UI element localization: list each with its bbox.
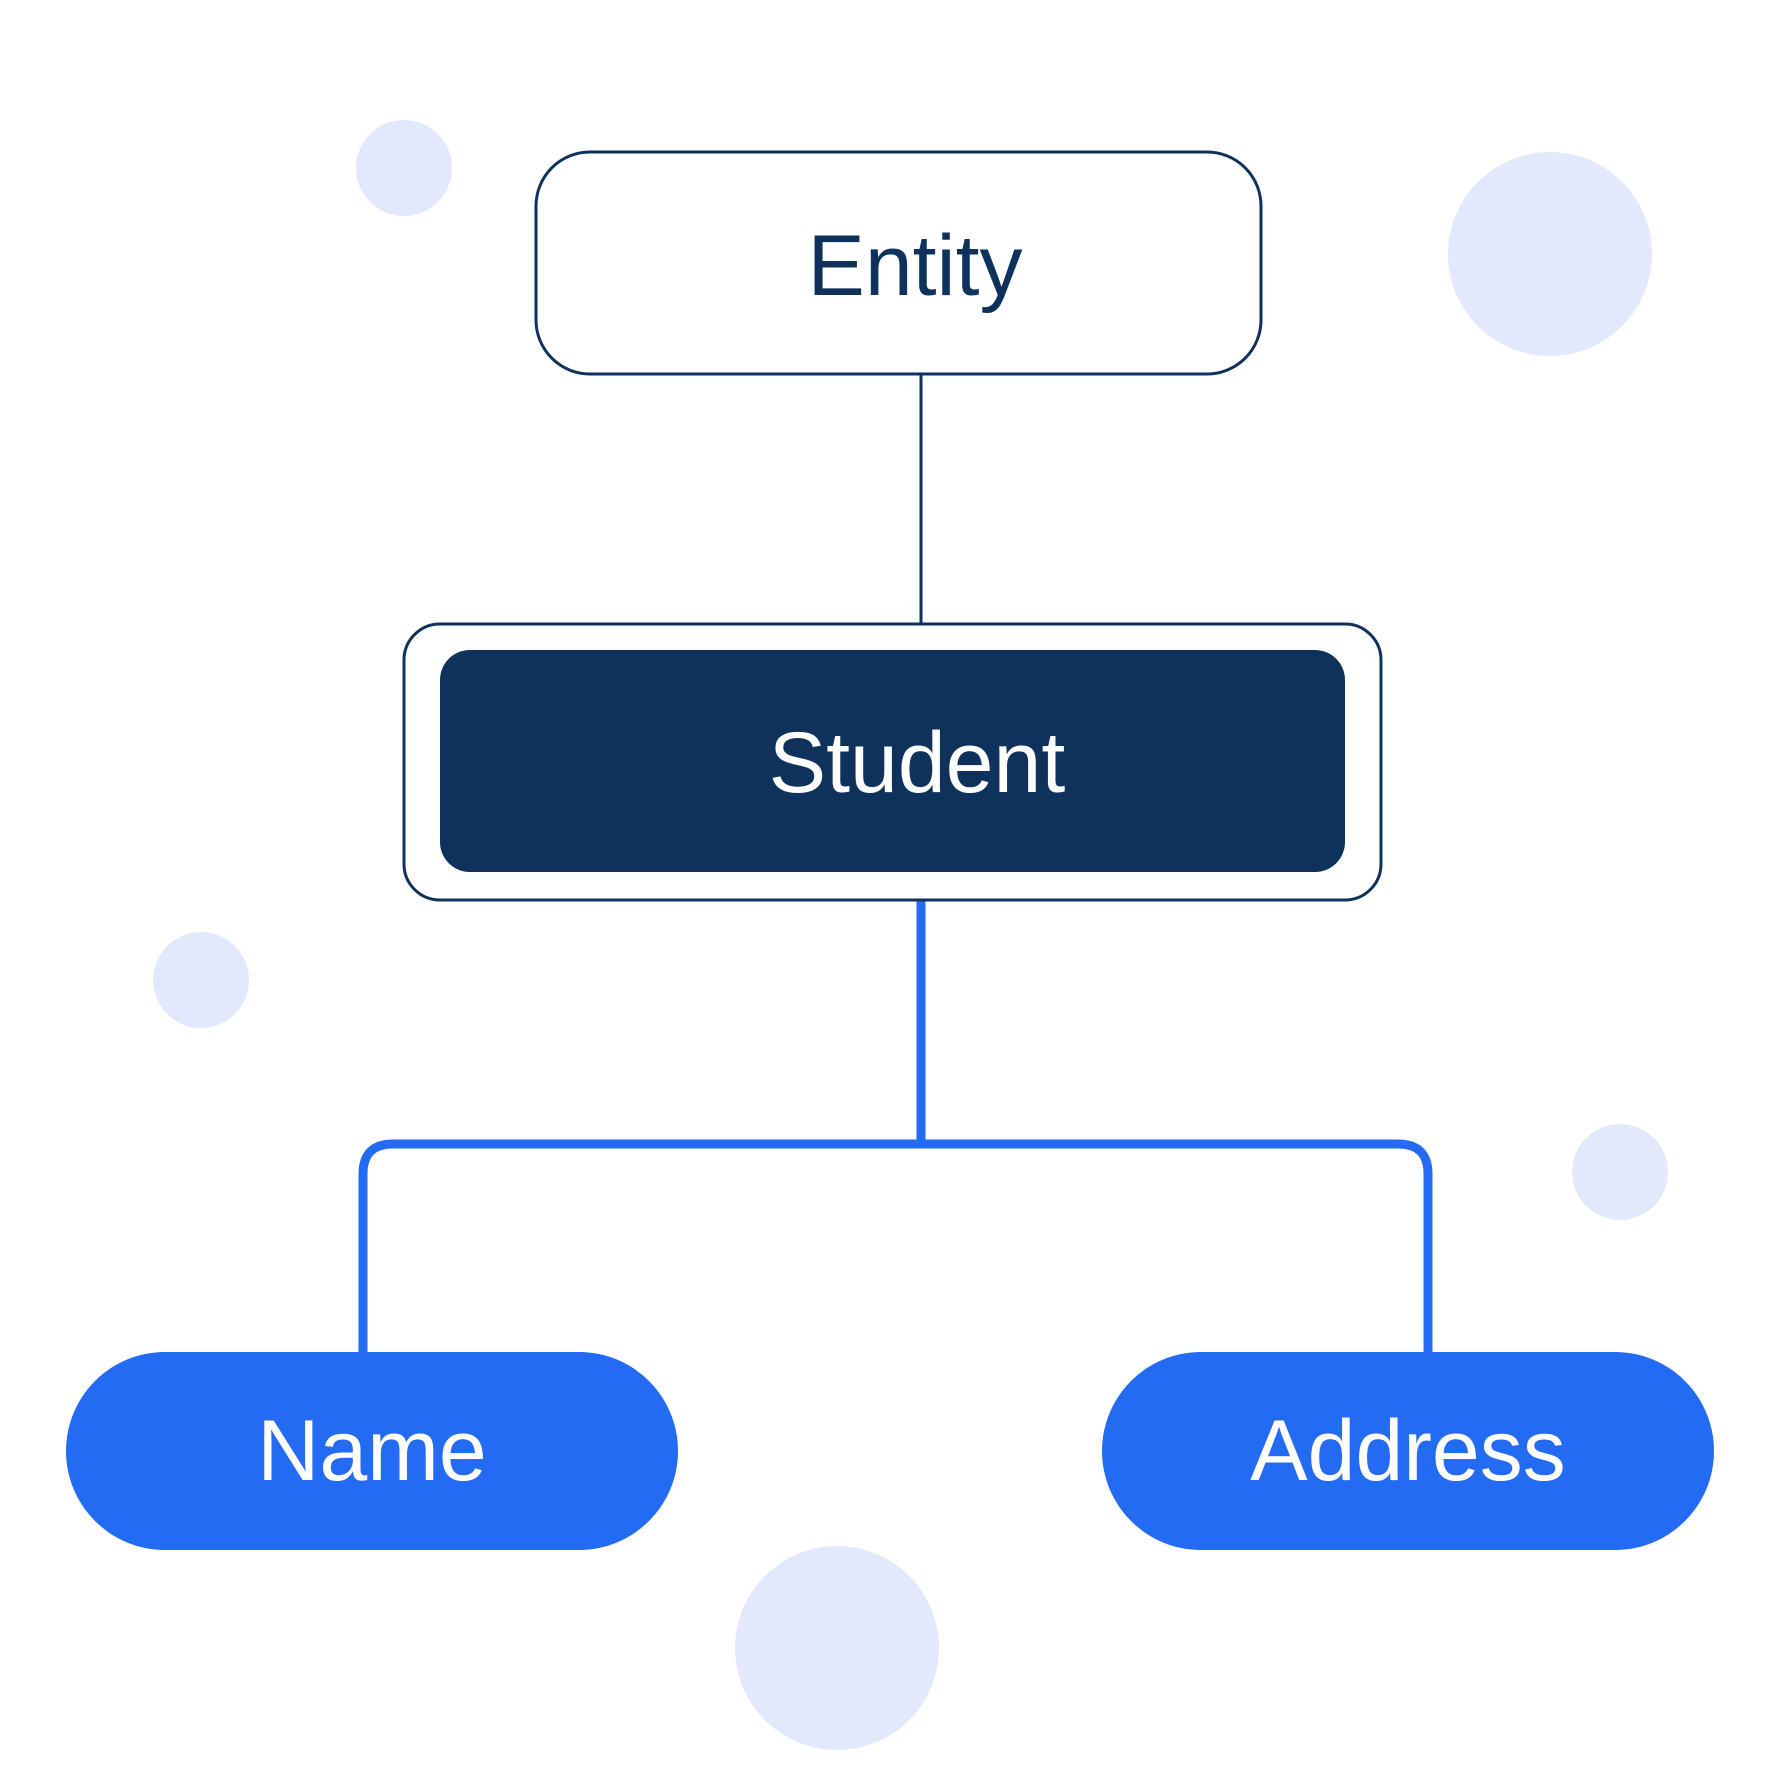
connector-branch-to-attributes [358, 1139, 1433, 1352]
student-node[interactable]: Student [402, 622, 1383, 902]
address-label: Address [1250, 1403, 1566, 1499]
decor-circle [1572, 1124, 1668, 1220]
student-label: Student [769, 715, 1066, 811]
name-attribute-pill [66, 1352, 678, 1550]
decor-circle [735, 1546, 939, 1750]
decor-circle [153, 932, 249, 1028]
entity-node-box [534, 150, 1263, 376]
decorative-circles [153, 120, 1668, 1750]
address-attribute-node[interactable]: Address [1102, 1352, 1714, 1550]
address-attribute-pill [1102, 1352, 1714, 1550]
name-attribute-node[interactable]: Name [66, 1352, 678, 1550]
decor-circle [1448, 152, 1652, 356]
decor-circle [356, 120, 452, 216]
entity-node[interactable]: Entity [534, 150, 1263, 376]
entity-label: Entity [807, 218, 1022, 314]
student-node-inner-box [440, 650, 1345, 872]
name-label: Name [257, 1403, 486, 1499]
